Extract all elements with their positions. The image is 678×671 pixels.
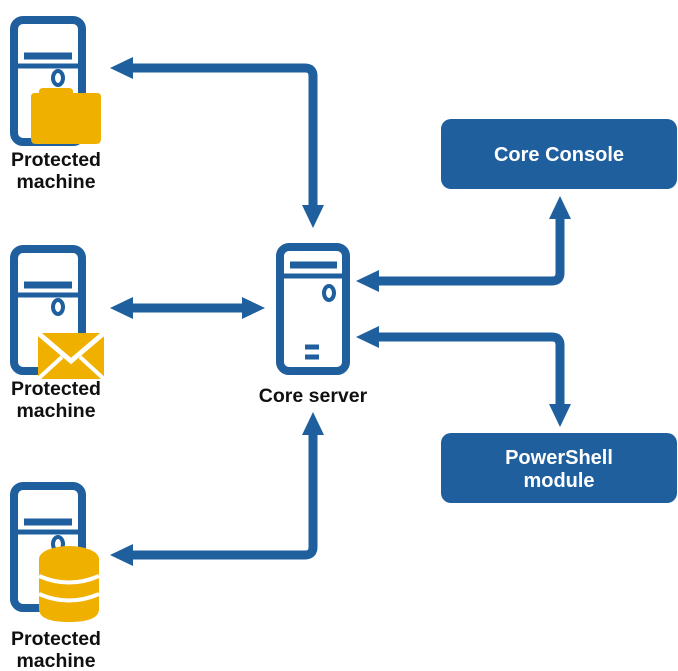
powershell-module-label-line-1: PowerShell [505, 447, 613, 469]
connector-files-to-core [110, 57, 324, 228]
node-label-core-server: Core server [259, 385, 368, 407]
powershell-module-label-line-2: module [523, 470, 594, 492]
node-label-line-1: Protected [11, 149, 101, 171]
node-label-line-1: Protected [11, 628, 101, 650]
node-label-line-2: machine [16, 400, 95, 422]
arrowhead-right [242, 297, 265, 319]
core-console-box[interactable] [441, 119, 677, 189]
node-label-line-2: machine [16, 171, 95, 193]
arrowhead-left [110, 297, 133, 319]
node-protected-machine-database[interactable]: Protected machine [10, 482, 101, 671]
connector-mail-to-core [110, 297, 265, 319]
powershell-module-box[interactable] [441, 433, 677, 503]
node-label-line-2: machine [16, 650, 95, 671]
arrowhead-up [549, 196, 571, 219]
connector-layer [110, 57, 571, 566]
node-core-console[interactable]: Core Console [441, 119, 677, 189]
folder-icon [31, 88, 101, 144]
core-console-label: Core Console [494, 144, 624, 166]
arrowhead-down [549, 404, 571, 427]
arrowhead-left [110, 544, 133, 566]
connector-core-to-console [356, 196, 571, 292]
envelope-icon [36, 331, 106, 381]
arrowhead-up [302, 412, 324, 435]
server-tower-icon [276, 243, 350, 375]
arrowhead-left [110, 57, 133, 79]
node-powershell-module[interactable]: PowerShell module [441, 433, 677, 503]
node-label-line-1: Protected [11, 378, 101, 400]
arrowhead-down [302, 205, 324, 228]
connector-database-to-core [110, 412, 324, 566]
node-protected-machine-mail[interactable]: Protected machine [10, 245, 106, 422]
connector-core-to-powershell [356, 326, 571, 427]
database-icon [38, 546, 100, 622]
node-core-server[interactable]: Core server [259, 243, 368, 407]
node-protected-machine-files[interactable]: Protected machine [10, 16, 101, 193]
arrowhead-left [356, 270, 379, 292]
arrowhead-left [356, 326, 379, 348]
